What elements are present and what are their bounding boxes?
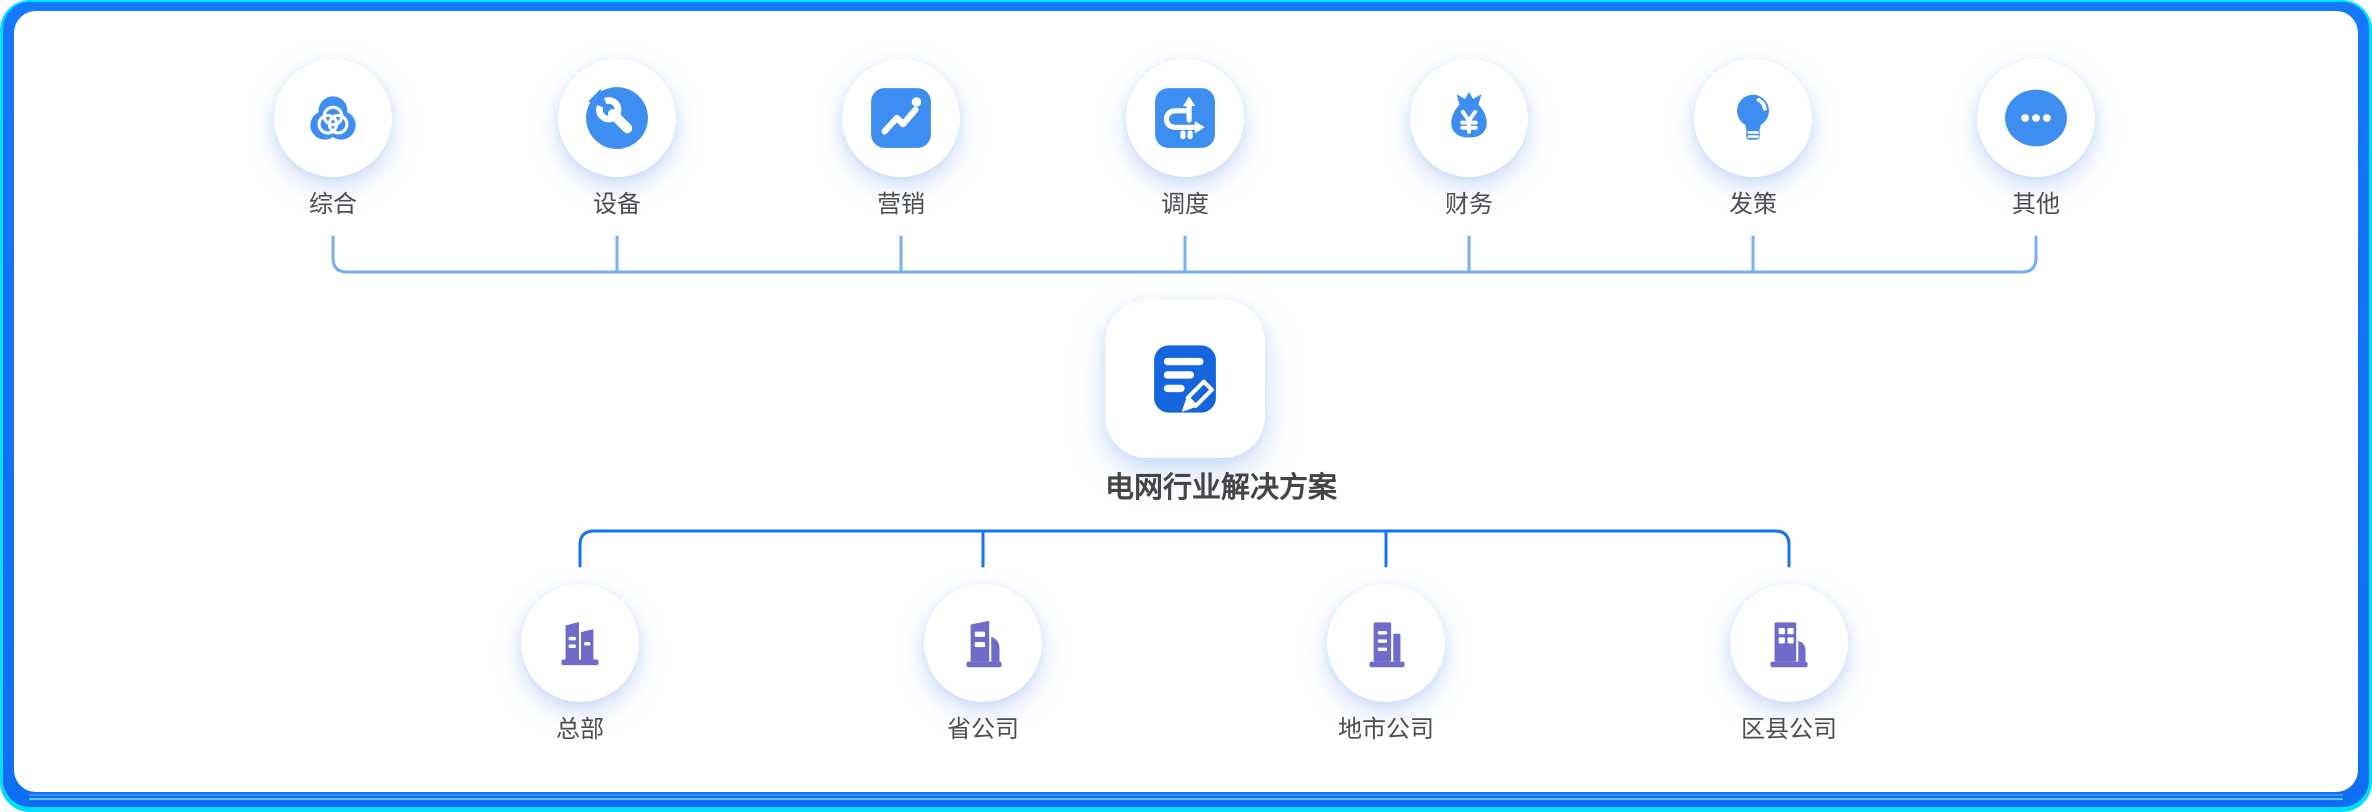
org-node-county-company: 区县公司 [1730, 584, 1848, 744]
category-node-other: 其他 [1977, 59, 2095, 219]
headquarters-building-icon [561, 621, 599, 666]
org-node-headquarters: 总部 [521, 584, 639, 744]
category-bubble [1977, 59, 2095, 177]
category-label: 财务 [1445, 191, 1493, 218]
solution-bubble [1105, 300, 1265, 458]
org-bubble [521, 584, 639, 702]
org-bubble [924, 584, 1042, 702]
org-label: 区县公司 [1741, 716, 1837, 743]
category-bubble [274, 59, 392, 177]
city-building-icon [1369, 622, 1405, 668]
document-edit-icon [1154, 345, 1216, 413]
category-node-finance: 财务 [1410, 59, 1528, 219]
solution-title: 电网行业解决方案 [1105, 472, 1338, 504]
category-label: 综合 [309, 191, 357, 218]
category-node-comprehensive: 综合 [274, 59, 392, 219]
venn-circles-icon [310, 96, 356, 140]
wrench-icon [586, 87, 648, 149]
category-label: 设备 [593, 191, 641, 218]
org-bubble [1327, 584, 1445, 702]
category-bubble [558, 59, 676, 177]
category-node-policy: 发策 [1694, 59, 1812, 219]
org-label: 总部 [556, 716, 604, 743]
solution-node: 电网行业解决方案 [1105, 300, 1338, 505]
ellipsis-icon [2005, 89, 2067, 147]
category-node-dispatch: 调度 [1126, 59, 1244, 219]
category-bubble [842, 59, 960, 177]
org-bubble [1730, 584, 1848, 702]
category-bubble [1410, 59, 1528, 177]
org-label: 地市公司 [1338, 716, 1434, 743]
line-chart-icon [871, 88, 931, 148]
province-building-icon [966, 620, 1002, 668]
category-label: 调度 [1161, 191, 1209, 218]
org-node-province-company: 省公司 [924, 584, 1042, 744]
light-bulb-icon [1737, 94, 1769, 140]
category-node-equipment: 设备 [558, 59, 676, 219]
money-bag-icon [1451, 92, 1487, 138]
category-bubble [1126, 59, 1244, 177]
category-label: 发策 [1729, 191, 1777, 218]
category-bubble [1694, 59, 1812, 177]
category-node-marketing: 营销 [842, 59, 960, 219]
county-building-icon [1770, 622, 1808, 668]
category-label: 营销 [877, 191, 925, 218]
category-label: 其他 [2012, 191, 2060, 218]
org-label: 省公司 [947, 716, 1019, 743]
org-node-city-company: 地市公司 [1327, 584, 1445, 744]
dispatch-arrows-icon [1155, 88, 1215, 148]
